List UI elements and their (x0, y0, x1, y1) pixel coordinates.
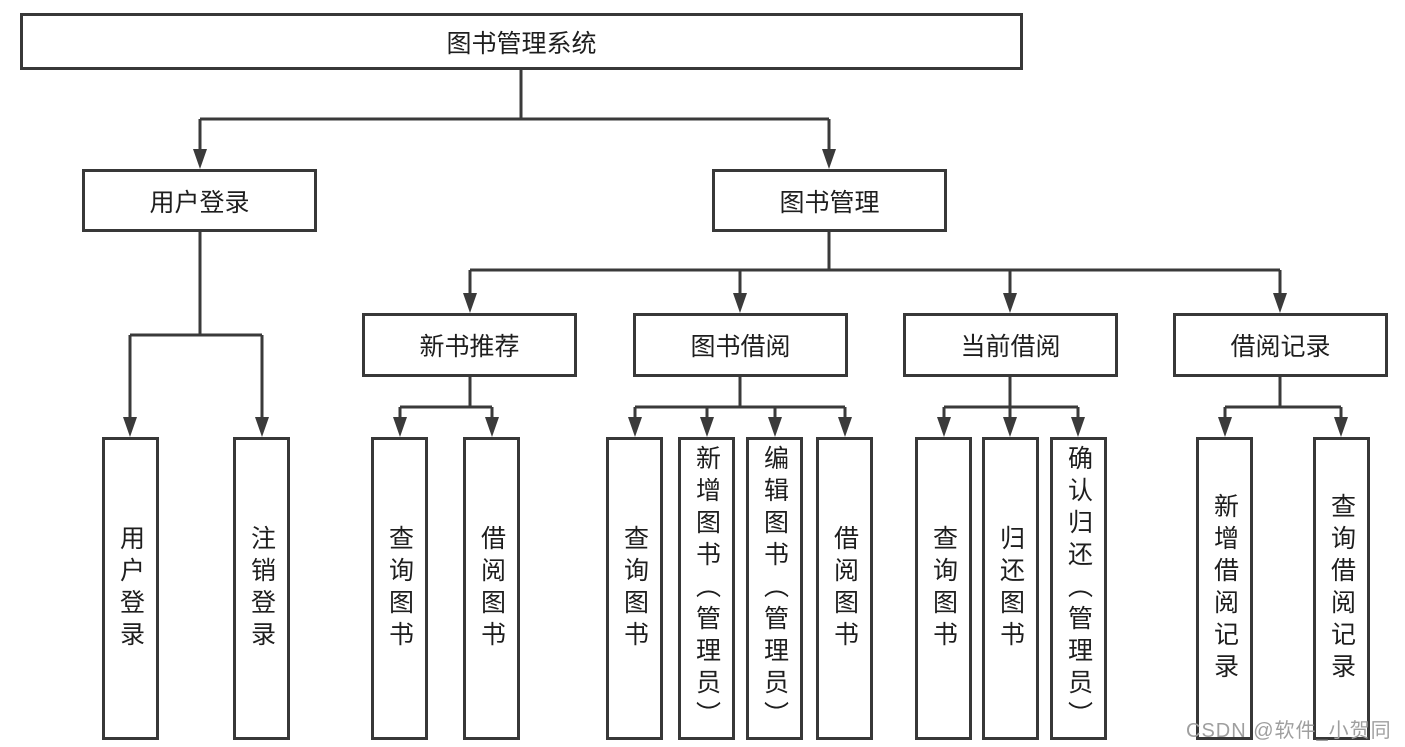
node-label: 图书借阅 (690, 333, 791, 361)
node-book-management: 图书管理 (712, 169, 947, 232)
node-borrowing-records: 借阅记录 (1173, 313, 1388, 377)
node-label: 借阅图书 (830, 524, 859, 653)
node-new-book-recommend: 新书推荐 (362, 313, 577, 377)
node-leaf-current-query-books: 查询图书 (915, 437, 972, 740)
node-label: 用户登录 (116, 524, 145, 653)
node-label: 查询图书 (929, 524, 958, 653)
csdn-watermark: CSDN @软件_小贺同学 (1186, 720, 1392, 742)
node-label: 图书管理系统 (446, 29, 597, 58)
node-leaf-recommend-query-books: 查询图书 (371, 437, 428, 740)
node-leaf-current-confirm-return-admin: 确认归还（管理员） (1050, 437, 1107, 740)
node-leaf-borrow-add-books-admin: 新增图书（管理员） (678, 437, 735, 740)
node-label: 查询图书 (620, 524, 649, 653)
node-label: 新增借阅记录 (1210, 492, 1239, 685)
node-user-login: 用户登录 (82, 169, 317, 232)
node-leaf-records-add-record: 新增借阅记录 (1196, 437, 1253, 740)
node-label: 编辑图书（管理员） (760, 444, 789, 733)
node-label: 归还图书 (996, 524, 1025, 653)
node-current-borrowing: 当前借阅 (903, 313, 1118, 377)
node-leaf-logout: 注销登录 (233, 437, 290, 740)
node-label: 借阅记录 (1230, 333, 1331, 361)
node-library-system: 图书管理系统 (20, 13, 1023, 70)
node-label: 借阅图书 (477, 524, 506, 653)
node-label: 新增图书（管理员） (692, 444, 721, 733)
node-leaf-records-query-record: 查询借阅记录 (1313, 437, 1370, 740)
node-label: 确认归还（管理员） (1064, 444, 1093, 733)
node-leaf-borrow-edit-books-admin: 编辑图书（管理员） (746, 437, 803, 740)
node-leaf-recommend-borrow-books: 借阅图书 (463, 437, 520, 740)
node-label: 新书推荐 (419, 333, 520, 361)
node-book-borrowing: 图书借阅 (633, 313, 848, 377)
node-label: 图书管理 (779, 188, 880, 217)
node-leaf-current-return-books: 归还图书 (982, 437, 1039, 740)
node-leaf-borrow-query-books: 查询图书 (606, 437, 663, 740)
node-leaf-user-login: 用户登录 (102, 437, 159, 740)
node-leaf-borrow-borrow-books: 借阅图书 (816, 437, 873, 740)
node-label: 查询图书 (385, 524, 414, 653)
node-label: 注销登录 (247, 524, 276, 653)
node-label: 查询借阅记录 (1327, 492, 1356, 685)
node-label: 当前借阅 (960, 333, 1061, 361)
node-label: 用户登录 (149, 188, 250, 217)
